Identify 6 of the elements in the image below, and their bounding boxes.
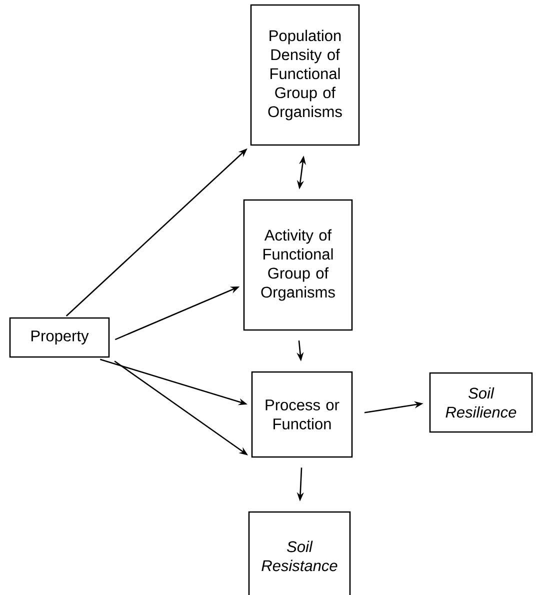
process-box: Property [9, 317, 110, 358]
process-box: Soil Resistance [248, 511, 351, 595]
process-box: Activity of Functional Group of Organisms [243, 199, 353, 331]
process-box: Soil Resilience [429, 372, 533, 433]
process-box: Population Density of Functional Group of Organisms [250, 4, 360, 146]
process-box: Process or Function [251, 371, 353, 458]
